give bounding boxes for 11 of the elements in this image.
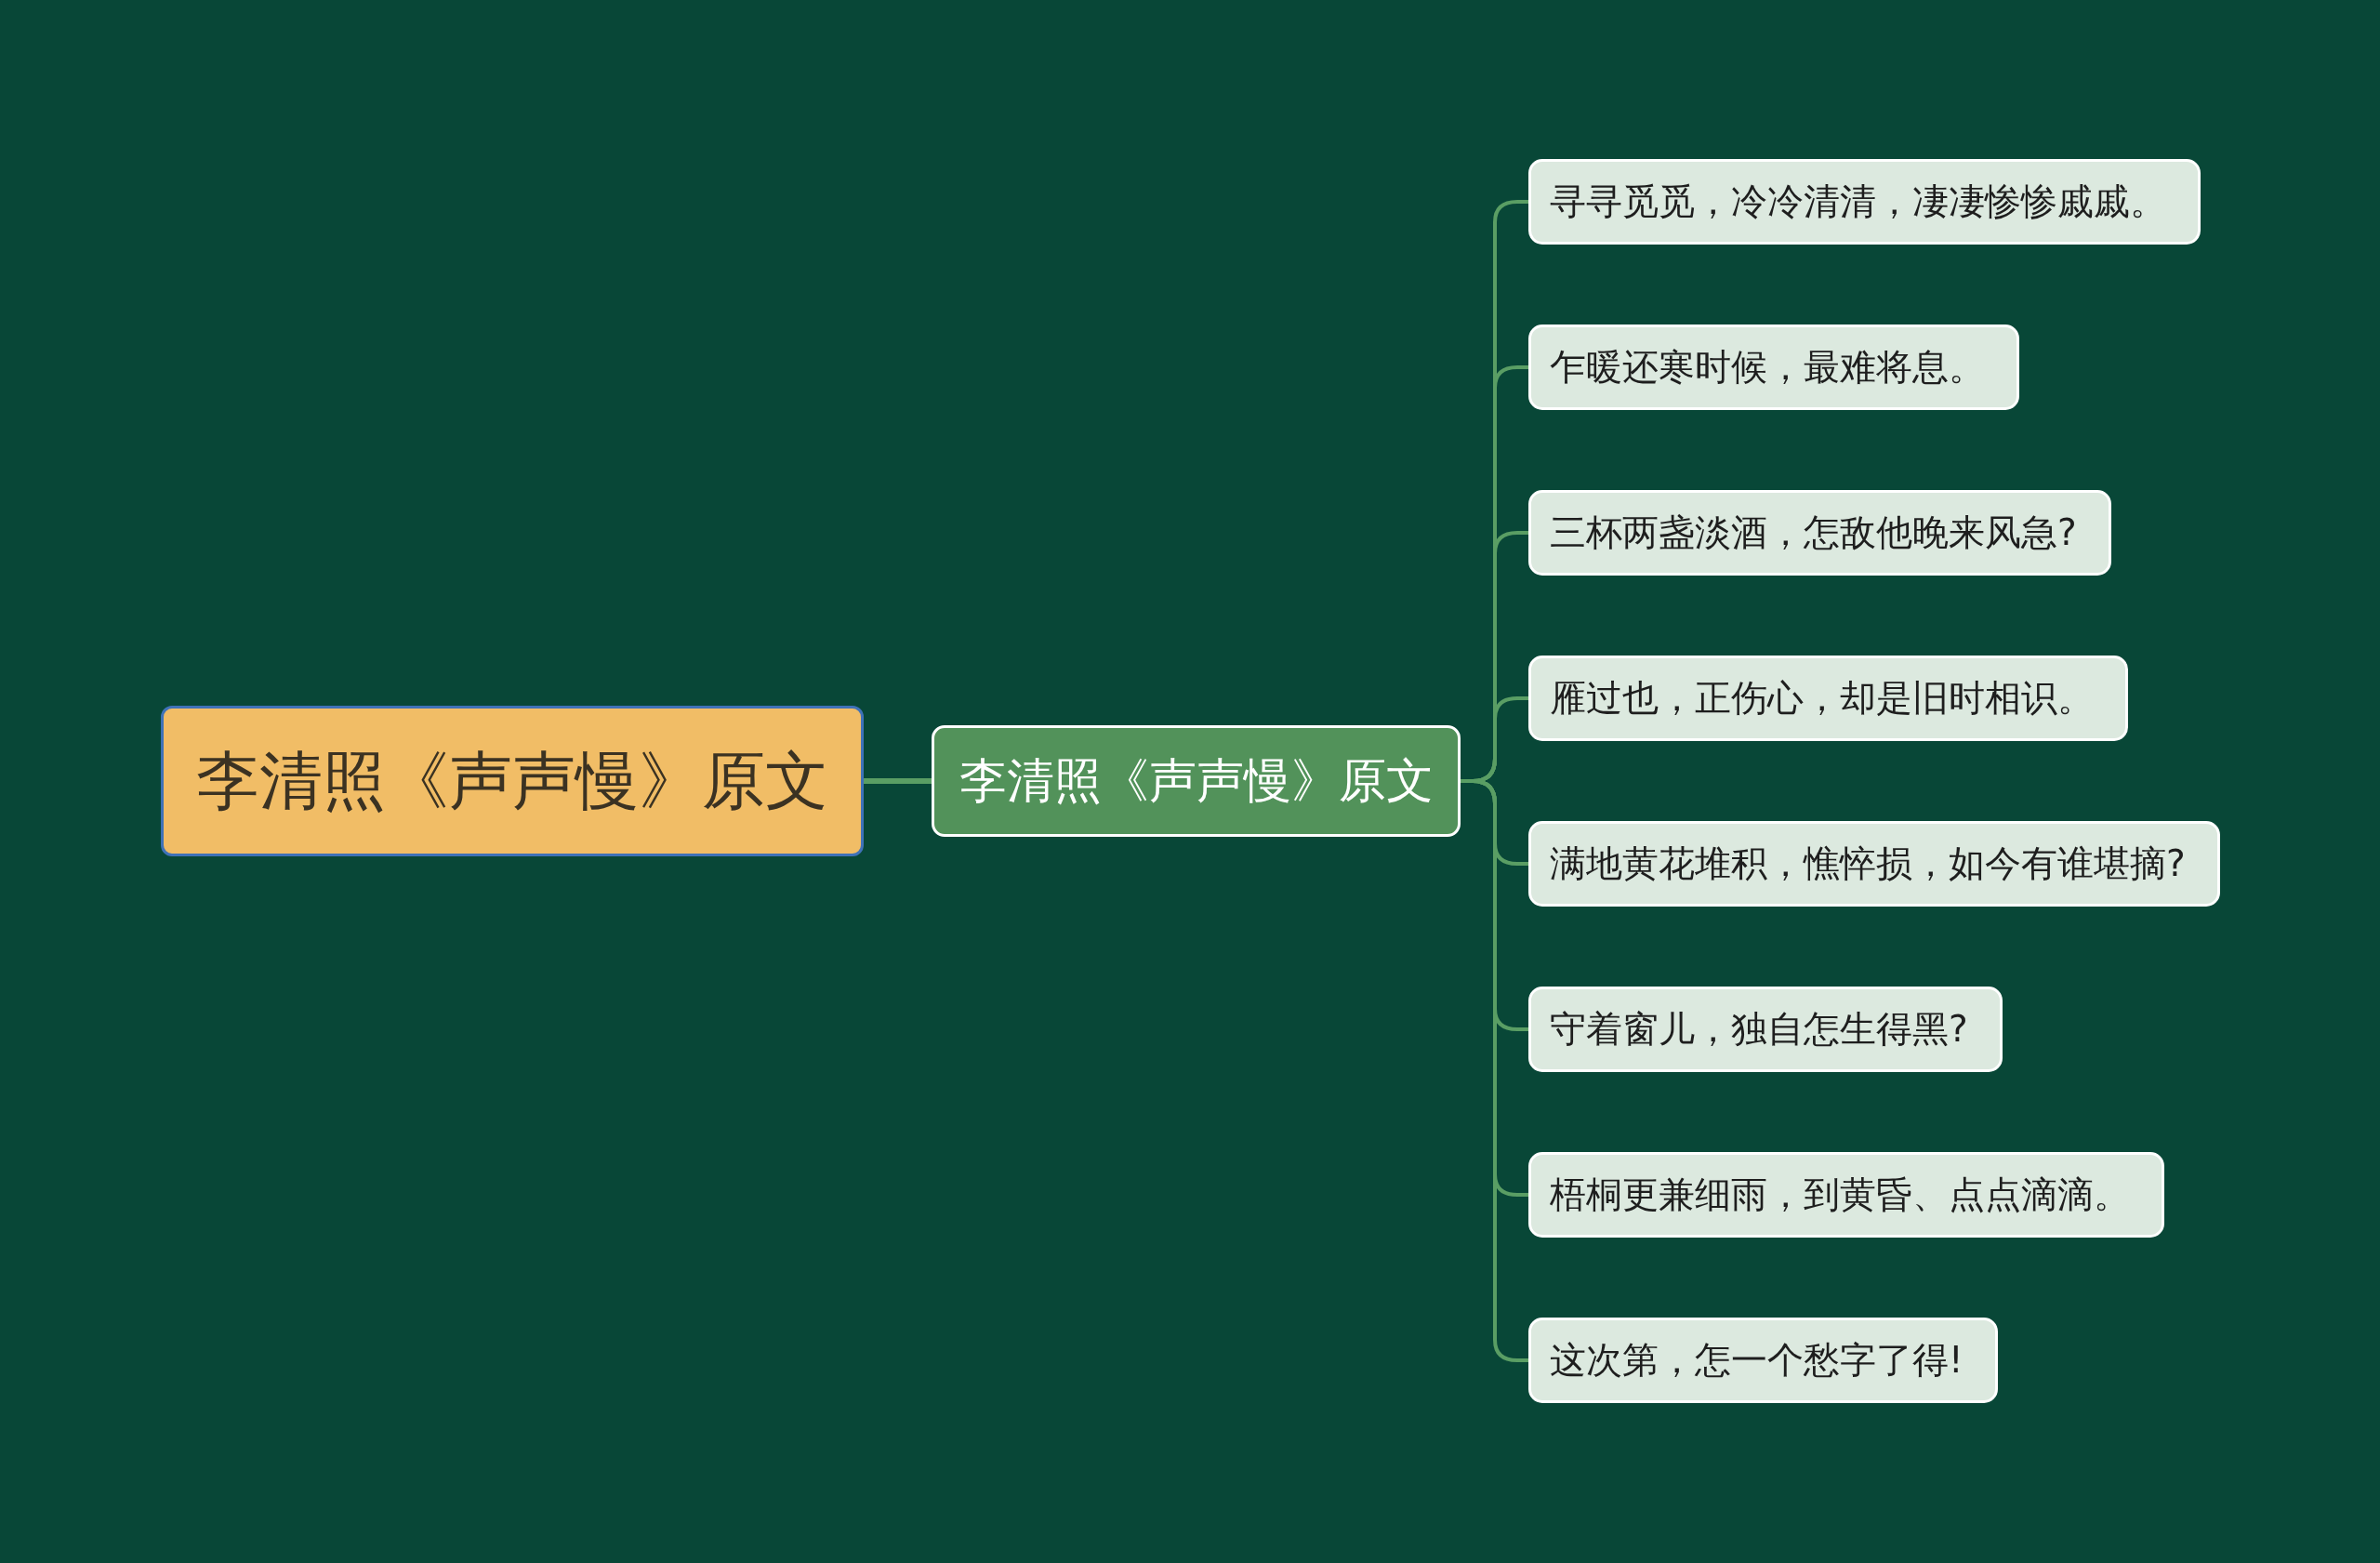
leaf-topic-box: 雁过也，正伤心，却是旧时相识。 [1528, 656, 2128, 741]
leaf-topic-box: 三杯两盏淡酒，怎敌他晚来风急? [1528, 490, 2111, 576]
leaf-topic-box: 寻寻觅觅，冷冷清清，凄凄惨惨戚戚。 [1528, 159, 2201, 245]
leaf-topic-box: 满地黄花堆积，憔悴损，如今有谁堪摘? [1528, 821, 2220, 907]
leaf-topic-box: 守着窗儿，独自怎生得黑? [1528, 987, 2003, 1072]
leaf-topic-box: 梧桐更兼细雨，到黄昏、点点滴滴。 [1528, 1152, 2164, 1238]
leaf-topic-box: 这次第，怎一个愁字了得! [1528, 1318, 1998, 1403]
main-topic-box: 李清照《声声慢》原文 [161, 706, 864, 856]
subtopic-box: 李清照《声声慢》原文 [932, 725, 1461, 837]
leaf-topic-box: 乍暖还寒时候，最难将息。 [1528, 325, 2019, 410]
connector-line [864, 778, 932, 784]
